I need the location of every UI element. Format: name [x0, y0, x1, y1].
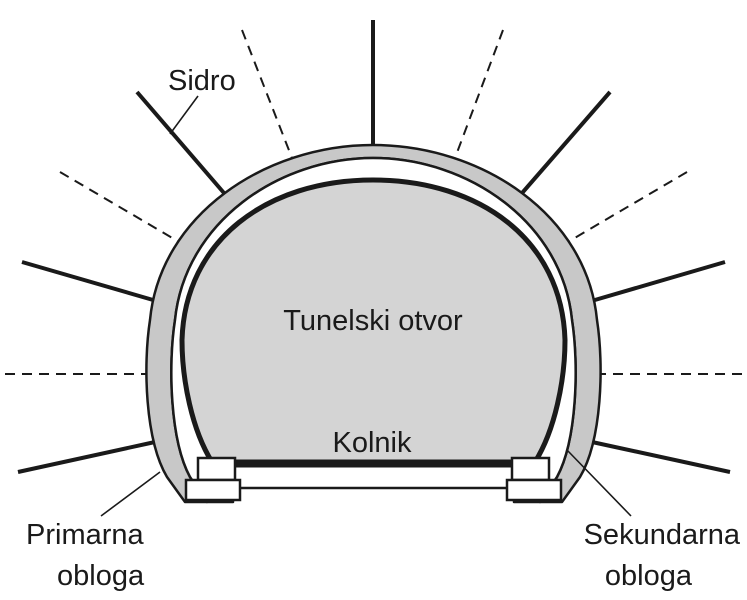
secondary-lining-label-line2: obloga	[605, 560, 693, 592]
anchor-mid-left	[21, 260, 161, 304]
anchor-upper-left	[135, 90, 232, 202]
footing-right	[505, 456, 563, 502]
tunnel-opening	[179, 177, 568, 465]
footing-right-upper	[510, 456, 551, 482]
leader-lines	[100, 95, 632, 517]
primary-lining-label-line1: Primarna	[26, 519, 145, 551]
dashed-anchor-mid-right	[560, 171, 688, 247]
anchor-low-left	[17, 440, 156, 474]
secondary-lining-leader	[566, 449, 632, 517]
primary-lining-label-line2: obloga	[57, 560, 145, 592]
anchor-upper-right	[514, 90, 612, 202]
rock-anchors-solid	[17, 20, 731, 474]
primary-lining-leader	[100, 471, 161, 517]
dashed-anchor-upper-right	[454, 29, 504, 159]
anchor-label: Sidro	[168, 65, 236, 97]
anchor-mid-right	[587, 260, 726, 304]
footing-left	[184, 456, 242, 502]
roadway-label: Kolnik	[333, 427, 412, 459]
tunnel-opening-label: Tunelski otvor	[283, 305, 463, 337]
footing-left-lower	[184, 478, 242, 502]
anchor-low-right	[591, 440, 731, 474]
dashed-anchor-upper-left	[241, 29, 293, 159]
footing-right-lower	[505, 478, 563, 502]
footing-left-upper	[196, 456, 237, 482]
secondary-lining-label-line1: Sekundarna	[584, 519, 741, 551]
roadway-slab	[231, 464, 516, 490]
rock-anchors-dashed	[5, 29, 742, 375]
anchor-leader	[169, 95, 199, 135]
dashed-anchor-mid-left	[59, 171, 187, 247]
